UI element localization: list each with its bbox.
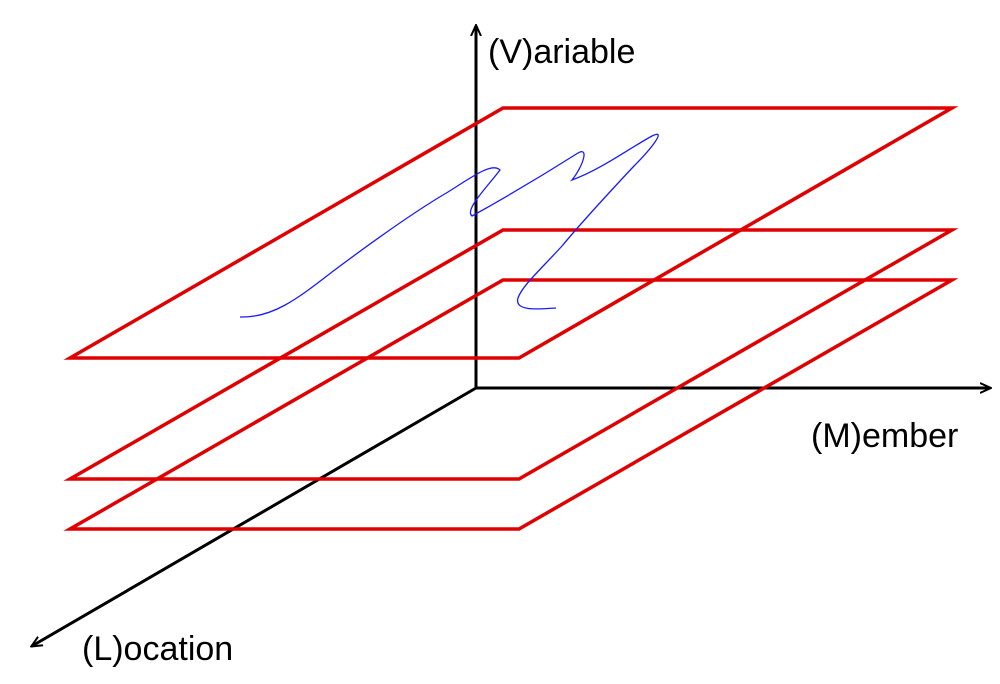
bottom-plane [63, 278, 959, 531]
horizontal-axis-label: (M)ember [811, 417, 958, 455]
vertical-axis-label: (V)ariable [488, 33, 635, 71]
depth-axis-label: (L)ocation [82, 630, 233, 668]
middle-plane [63, 228, 959, 481]
variable-curve [239, 133, 659, 318]
top-plane [63, 106, 959, 360]
depth-axis [32, 386, 477, 646]
